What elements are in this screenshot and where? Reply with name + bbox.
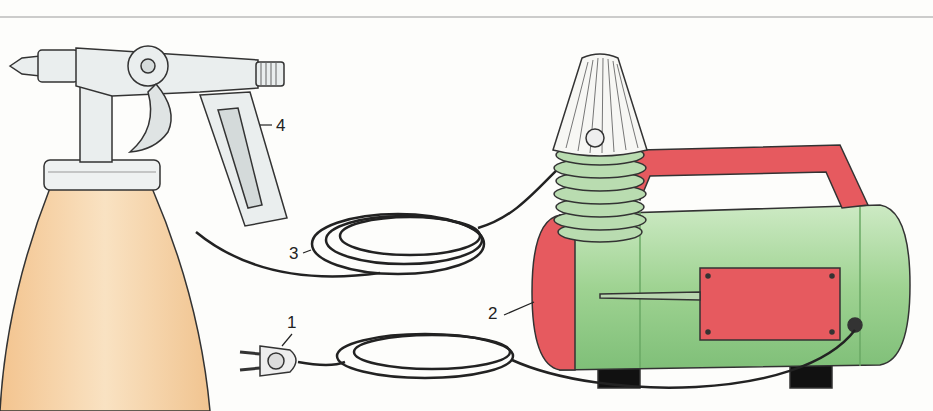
callout-number: 1	[285, 313, 298, 332]
callout-number: 3	[287, 244, 300, 263]
callout-number: 2	[486, 304, 499, 323]
callout-number: 4	[274, 116, 287, 135]
air-hose	[196, 142, 588, 276]
paint-jar	[0, 160, 210, 411]
plug	[240, 346, 296, 376]
leader-lines	[260, 125, 534, 346]
top-rule	[0, 16, 933, 18]
spray-gun	[10, 46, 287, 226]
compressor	[532, 54, 910, 388]
power-cord	[298, 330, 855, 388]
